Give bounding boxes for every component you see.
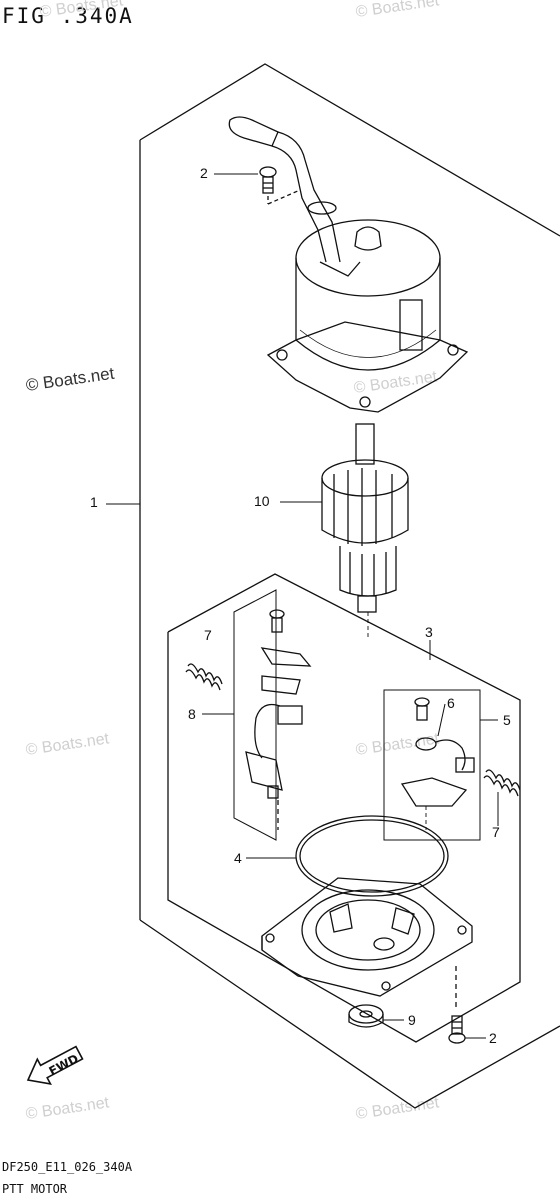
- brush-panel-right: [383, 689, 481, 841]
- base-plate: [261, 877, 473, 997]
- inner-assembly-frame: [167, 573, 521, 1043]
- callout-2-bottom[interactable]: 2: [489, 1030, 497, 1046]
- spring-left: [185, 663, 223, 691]
- drawing-code: DF250_E11_026_340A: [2, 1160, 133, 1174]
- callout-2-top[interactable]: 2: [200, 165, 208, 181]
- screw-bottom: [448, 966, 466, 1044]
- spacer: [348, 1004, 384, 1028]
- figure-title: FIG .340A: [2, 4, 134, 28]
- outer-assembly-frame: [139, 63, 560, 237]
- motor-cable: [228, 116, 341, 263]
- brush-panel-left: [233, 589, 277, 841]
- callout-5[interactable]: 5: [503, 712, 511, 728]
- callout-1[interactable]: 1: [90, 494, 98, 510]
- figure-caption: PTT MOTOR: [2, 1182, 68, 1196]
- callout-8[interactable]: 8: [188, 706, 196, 722]
- brush-holder-left: [245, 609, 312, 799]
- callout-10[interactable]: 10: [254, 493, 270, 509]
- brush-holder-right: [400, 697, 475, 807]
- o-ring: [295, 815, 449, 897]
- callout-6[interactable]: 6: [447, 695, 455, 711]
- motor-housing: [266, 219, 469, 413]
- callout-9[interactable]: 9: [408, 1012, 416, 1028]
- screw-top: [259, 166, 301, 205]
- callout-7-left[interactable]: 7: [204, 627, 212, 643]
- spring-right: [483, 769, 521, 797]
- armature: [321, 423, 409, 613]
- callout-4[interactable]: 4: [234, 850, 242, 866]
- callout-3[interactable]: 3: [425, 624, 433, 640]
- fwd-arrow-icon: [26, 1045, 84, 1085]
- callout-7-right[interactable]: 7: [492, 824, 500, 840]
